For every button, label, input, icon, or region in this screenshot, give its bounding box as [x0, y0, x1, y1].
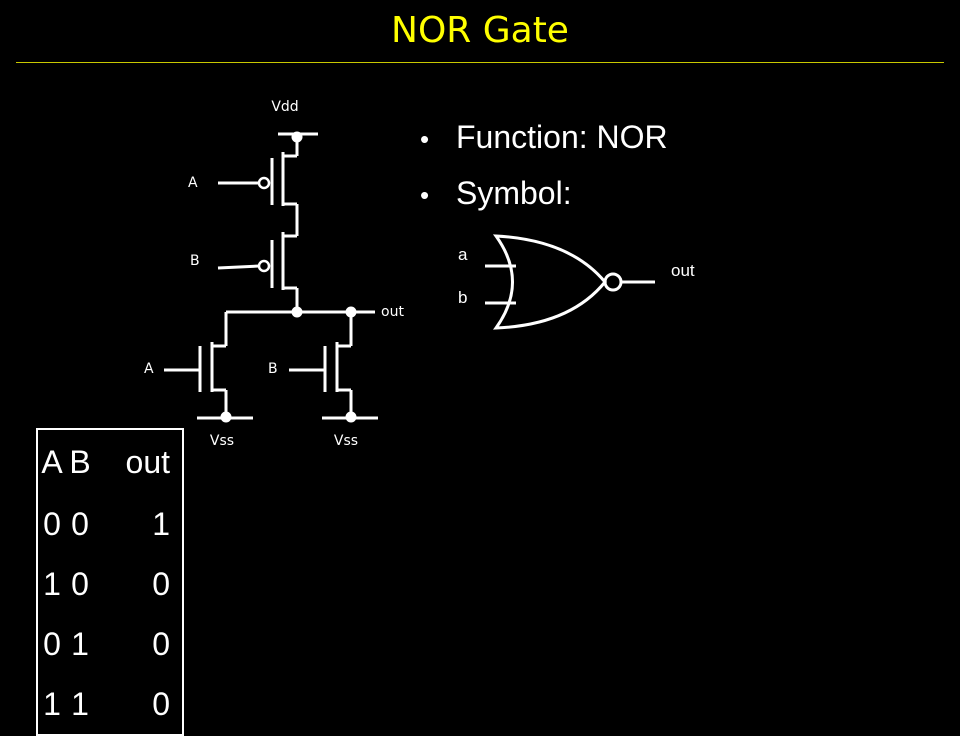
- truth-table-header-b: B: [69, 443, 91, 480]
- vss-right-label: Vss: [334, 433, 358, 449]
- truth-table-cell-out: 0: [152, 685, 170, 722]
- symbol-input-a-label: a: [458, 245, 468, 264]
- out-node-label: out: [381, 304, 404, 320]
- truth-table-cell-out: 1: [152, 505, 170, 542]
- slide-title: NOR Gate: [391, 10, 569, 51]
- bullet-dot-icon: •: [420, 180, 430, 210]
- pmos-transistor-b: [217, 232, 299, 312]
- vdd-label: Vdd: [271, 99, 298, 115]
- pmos-a-gate-label: A: [188, 175, 198, 191]
- truth-table-cell-b: 1: [71, 685, 89, 722]
- truth-table-header-a: A: [41, 443, 63, 480]
- vss-right-node: [345, 411, 357, 423]
- truth-table-cell-b: 0: [71, 565, 89, 602]
- truth-table-header-out: out: [125, 443, 170, 480]
- nmos-transistor-a: [164, 312, 228, 418]
- truth-table-cell-a: 0: [43, 505, 61, 542]
- truth-table-cell-out: 0: [152, 625, 170, 662]
- nmos-a-gate-label: A: [144, 361, 154, 377]
- nor-gate-symbol: [485, 234, 655, 330]
- truth-table-cell-out: 0: [152, 565, 170, 602]
- truth-table-row: 0 1 0: [37, 614, 183, 674]
- truth-table-header-row: A B out: [37, 429, 183, 494]
- pmos-output-node: [291, 306, 303, 318]
- vss-left-label: Vss: [210, 433, 234, 449]
- pmos-transistor-a: [218, 137, 299, 236]
- truth-table-cell-a: 0: [43, 625, 61, 662]
- truth-table-cell-b: 1: [71, 625, 89, 662]
- symbol-input-b-label: b: [458, 288, 467, 307]
- bullet-dot-icon: •: [420, 124, 430, 154]
- truth-table-row: 0 0 1: [37, 494, 183, 554]
- title-divider: [16, 62, 944, 63]
- bullet-list: • Function: NOR • Symbol:: [420, 110, 668, 222]
- symbol-output-label: out: [671, 261, 695, 280]
- bullet-symbol-text: Symbol:: [456, 175, 572, 211]
- pmos-b-gate-label: B: [190, 253, 200, 269]
- nmos-b-gate-label: B: [268, 361, 278, 377]
- truth-table-row: 1 1 0: [37, 674, 183, 735]
- truth-table-row: 1 0 0: [37, 554, 183, 614]
- nmos-transistor-b: [289, 312, 353, 418]
- bullet-function-text: Function: NOR: [456, 119, 668, 155]
- truth-table: A B out 0 0 1 1 0 0 0 1 0 1 1 0: [36, 428, 184, 736]
- cmos-schematic: [164, 131, 378, 423]
- nor-bubble: [603, 272, 623, 292]
- truth-table-cell-b: 0: [71, 505, 89, 542]
- nor-gate-body: [492, 234, 607, 330]
- diagram-canvas: Vdd A B out A B Vss Vss a b out: [144, 99, 695, 449]
- truth-table-cell-a: 1: [43, 565, 61, 602]
- bullet-symbol: • Symbol:: [420, 166, 668, 222]
- truth-table-cell-a: 1: [43, 685, 61, 722]
- vss-left-node: [220, 411, 232, 423]
- bullet-function: • Function: NOR: [420, 110, 668, 166]
